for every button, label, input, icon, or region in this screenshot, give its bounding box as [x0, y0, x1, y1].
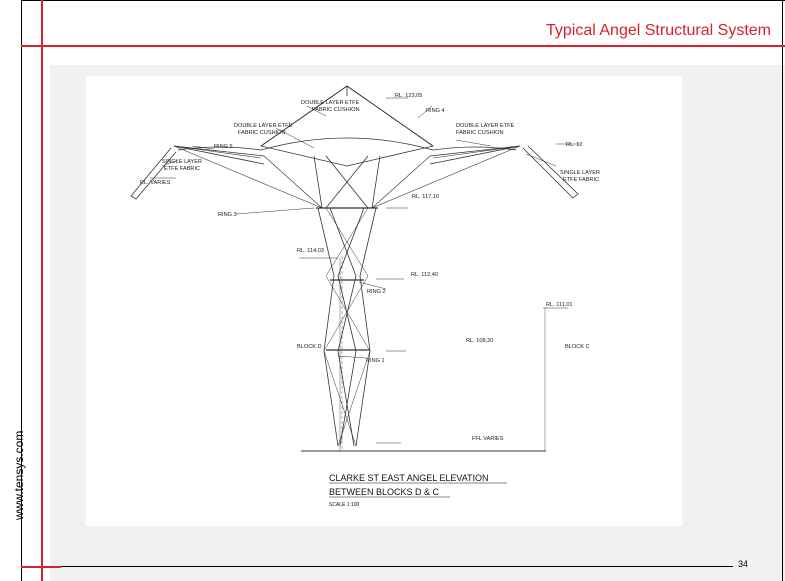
label-ring3: RING 3: [218, 212, 237, 218]
elevation-drawing: DOUBLE LAYER ETFE FABRIC CUSHION RL. 123…: [86, 76, 682, 526]
label-ffl-varies: FFL VARIES: [472, 436, 504, 442]
label-rl-top: RL. 123,05: [395, 93, 422, 99]
label-rl-11101: RL. 111,01: [546, 302, 573, 308]
label-rl-11240: RL. 112,40: [411, 272, 438, 278]
label-etfe-fabric-left: ETFE FABRIC: [164, 166, 200, 172]
left-cushion: [173, 145, 262, 159]
label-double-layer-right: DOUBLE LAYER ETFE: [456, 123, 515, 129]
website-url: www.tensys.com: [12, 430, 26, 520]
label-fabric-cushion-top: FABRIC CUSHION: [312, 107, 360, 113]
column-cross-bracing: [323, 207, 371, 447]
caption-line1: CLARKE ST EAST ANGEL ELEVATION: [329, 473, 489, 483]
red-footer-rule: [21, 566, 61, 568]
frame-right-border: [782, 0, 783, 581]
caption-scale: SCALE 1:100: [329, 502, 360, 508]
label-rl-right-edge: RL. 12: [566, 142, 582, 148]
label-rl-10820: RL. 108,20: [466, 338, 493, 344]
label-double-layer-top: DOUBLE LAYER ETFE: [301, 100, 360, 106]
label-ring5: RING 5: [214, 144, 233, 150]
center-cushion-curve: [260, 137, 434, 151]
upper-lattice: [313, 155, 381, 209]
canopy-braces: [173, 145, 521, 209]
footer-rule: [61, 566, 733, 567]
leader-lines: [150, 97, 580, 444]
label-block-c: BLOCK C: [565, 344, 590, 350]
label-rl-varies: RL. VARIES: [140, 180, 171, 186]
left-single-layer: [130, 147, 177, 200]
label-single-layer-right: SINGLE LAYER: [560, 170, 600, 176]
frame-left-border: [21, 0, 22, 581]
frame-top-border: [21, 0, 785, 1]
label-fabric-cushion-left: FABRIC CUSHION: [238, 130, 286, 136]
label-block-d: BLOCK D: [297, 344, 322, 350]
left-cushion-curve: [177, 146, 262, 151]
label-rl-11710: RL. 117,10: [412, 194, 439, 200]
column-outer: [317, 207, 377, 447]
label-rl-11403: RL. 114,03: [297, 248, 324, 254]
label-fabric-cushion-right: FABRIC CUSHION: [456, 130, 504, 136]
label-ring4: RING 4: [426, 108, 445, 114]
page-number: 34: [738, 559, 749, 569]
label-ring2: RING 2: [367, 289, 386, 295]
column-inner: [329, 207, 365, 447]
label-double-layer-left: DOUBLE LAYER ETFE: [234, 123, 293, 129]
caption-line2: BETWEEN BLOCKS D & C: [329, 487, 440, 497]
elevation-svg: DOUBLE LAYER ETFE FABRIC CUSHION RL. 123…: [130, 85, 600, 508]
right-cushion-curve: [432, 146, 517, 151]
right-single-layer: [522, 145, 579, 199]
label-etfe-fabric-right: ETFE FABRIC: [563, 177, 599, 183]
roof-center-cushion: [260, 85, 434, 167]
red-header-rule: [21, 45, 785, 47]
label-ring1: RING 1: [366, 358, 385, 364]
slide-title: Typical Angel Structural System: [546, 22, 771, 39]
red-vertical-rule: [41, 0, 43, 581]
label-single-layer-left: SINGLE LAYER: [162, 159, 202, 165]
right-cushion: [432, 145, 521, 159]
